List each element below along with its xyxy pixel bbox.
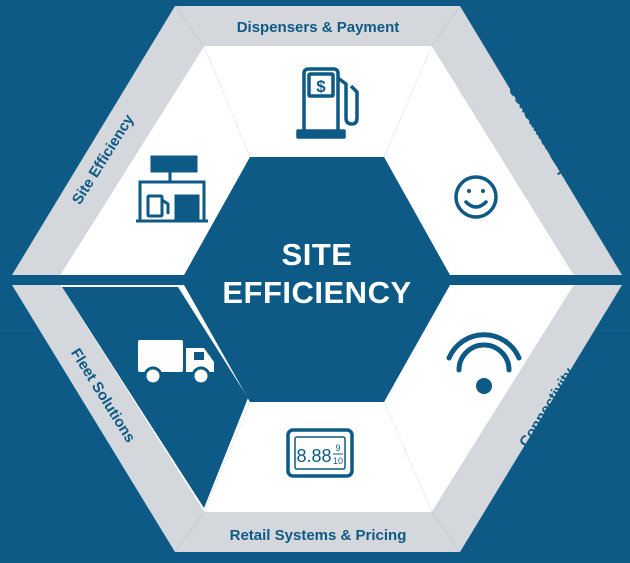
band-top <box>175 6 460 46</box>
segment-consumer <box>384 46 574 275</box>
segment-connectivity <box>384 285 574 512</box>
price-digits: 8.88 <box>296 446 331 466</box>
band-top-right <box>432 6 622 275</box>
wifi-icon <box>446 332 522 394</box>
price-fraction-bottom: 10 <box>333 456 343 466</box>
price-sign-icon: 8.88 9 10 <box>286 428 354 478</box>
center-hexagon <box>184 157 450 402</box>
gas-station-icon <box>136 155 208 223</box>
segment-retail <box>204 402 432 512</box>
segment-fleet-highlight <box>62 287 248 508</box>
label-dispensers: Dispensers & Payment <box>237 19 400 36</box>
svg-text:$: $ <box>316 77 326 96</box>
smiley-face-icon <box>454 175 498 219</box>
band-top-left <box>12 6 204 275</box>
center-title-line2: EFFICIENCY <box>222 275 411 310</box>
truck-icon <box>138 340 214 386</box>
band-bottom-right <box>432 285 622 552</box>
fuel-pump-dollar-icon: $ <box>296 67 359 139</box>
label-retail: Retail Systems & Pricing <box>230 527 407 544</box>
segment-dispensers <box>204 46 432 157</box>
price-fraction-top: 9 <box>335 443 340 453</box>
band-bottom-left <box>12 285 204 552</box>
band-bottom <box>175 512 460 552</box>
center-title-line1: SITE <box>282 237 353 272</box>
